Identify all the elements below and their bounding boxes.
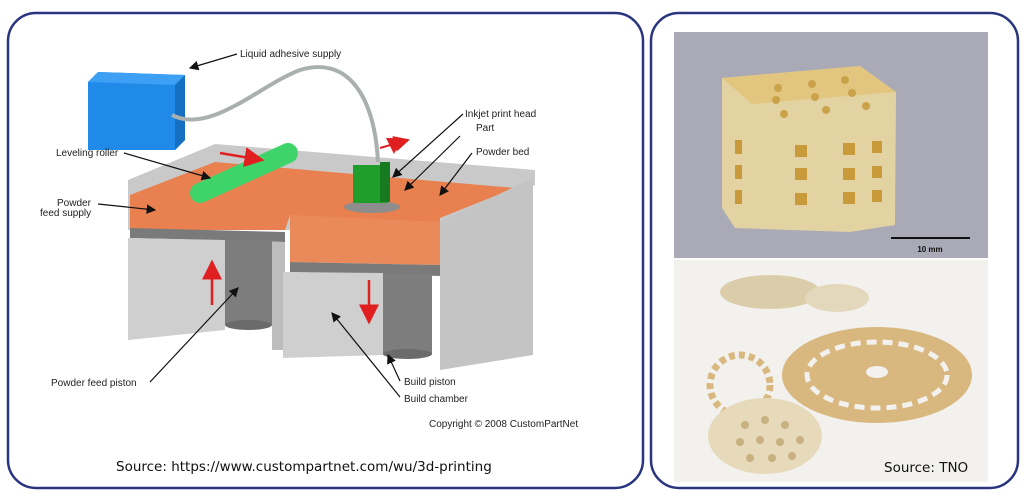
xy-motion-arrows (379, 136, 410, 154)
label-build-piston: Build piston (404, 377, 456, 388)
label-leveling-roller: Leveling roller (56, 148, 119, 159)
adhesive-tube (171, 65, 380, 163)
label-powder-bed: Powder bed (476, 147, 529, 158)
label-part: Part (476, 123, 495, 134)
build-piston (383, 274, 432, 354)
scale-bar-label: 10 mm (917, 245, 942, 254)
label-build-chamber: Build chamber (404, 394, 469, 405)
label-powder-feed-piston: Powder feed piston (51, 378, 137, 389)
copyright-text: Copyright © 2008 CustomPartNet (429, 419, 578, 430)
printer-diagram (88, 53, 535, 398)
scaffold-discs-photo (674, 260, 988, 482)
label-liquid-adhesive-supply: Liquid adhesive supply (240, 49, 341, 60)
feed-platform (130, 228, 285, 242)
powder-feed-piston (225, 240, 272, 325)
scaffold-cube-photo: 10 mm (674, 32, 988, 258)
label-powder-feed-supply: Powder (57, 198, 92, 209)
left-source-caption: Source: https://www.custompartnet.com/wu… (116, 459, 492, 475)
adhesive-supply-box (88, 72, 185, 150)
right-wall (440, 178, 533, 370)
label-powder-feed-supply-line2: feed supply (40, 208, 91, 219)
part (344, 201, 400, 213)
leveling-roller (190, 143, 298, 203)
right-source-caption: Source: TNO (884, 460, 968, 476)
label-inkjet-print-head: Inkjet print head (465, 109, 536, 120)
